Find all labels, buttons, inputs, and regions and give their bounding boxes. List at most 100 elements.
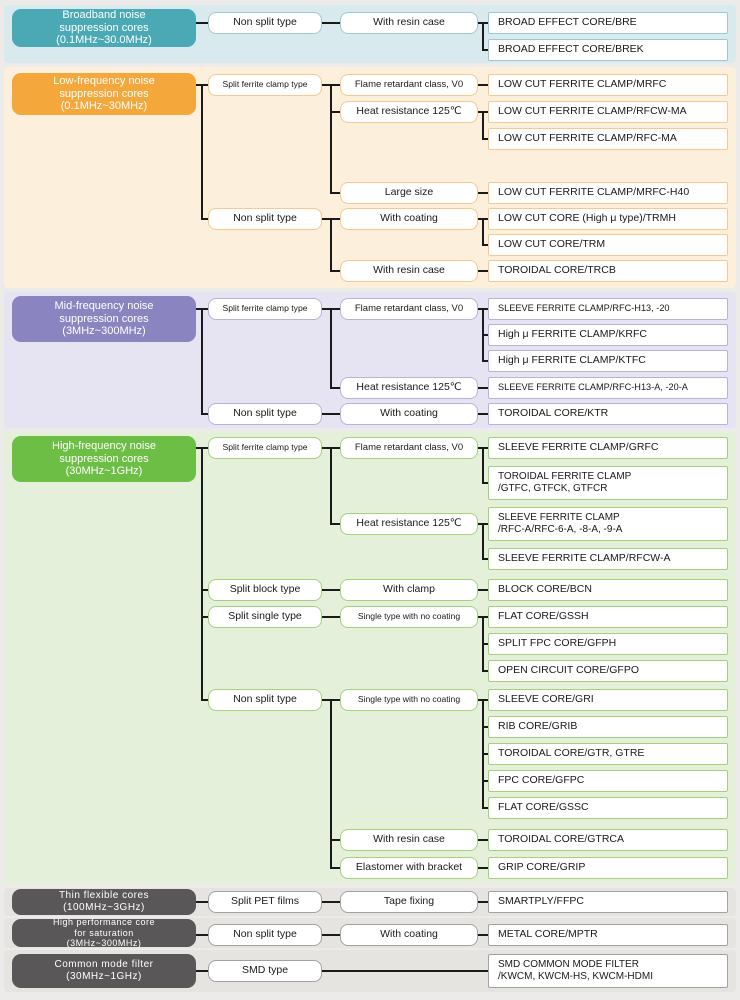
- product-box: SLEEVE FERRITE CLAMP/GRFC: [488, 437, 728, 459]
- product-box: SLEEVE CORE/GRI: [488, 689, 728, 711]
- product-box: LOW CUT FERRITE CLAMP/MRFC-H40: [488, 182, 728, 204]
- connector-line: [478, 839, 488, 841]
- connector-line: [196, 970, 208, 972]
- feature-box: Flame retardant class, V0: [340, 437, 478, 459]
- product-box: High μ FERRITE CLAMP/KTFC: [488, 350, 728, 372]
- connector-line: [478, 901, 488, 903]
- connector-line: [483, 558, 488, 560]
- feature-box: With coating: [340, 208, 478, 230]
- connector-line: [482, 447, 484, 484]
- section-header: Low-frequency noise suppression cores (0…: [12, 73, 196, 115]
- connector-line: [202, 589, 208, 591]
- type-box: Split single type: [208, 606, 322, 628]
- connector-line: [322, 616, 340, 618]
- section-header: Thin flexible cores (100MHz~3GHz): [12, 889, 196, 915]
- feature-box: Heat resistance 125℃: [340, 513, 478, 535]
- feature-box: Heat resistance 125℃: [340, 101, 478, 123]
- product-box: SLEEVE FERRITE CLAMP /RFC-A/RFC-6-A, -8-…: [488, 507, 728, 541]
- connector-line: [202, 699, 208, 701]
- connector-line: [483, 726, 488, 728]
- connector-line: [482, 523, 484, 560]
- connector-line: [483, 807, 488, 809]
- connector-line: [483, 360, 488, 362]
- product-box: LOW CUT CORE (High μ type)/TRMH: [488, 208, 728, 230]
- product-box: METAL CORE/MPTR: [488, 924, 728, 946]
- connector-line: [478, 413, 488, 415]
- feature-box: With clamp: [340, 579, 478, 601]
- connector-line: [331, 111, 340, 113]
- product-box: SMD COMMON MODE FILTER /KWCM, KWCM-HS, K…: [488, 954, 728, 988]
- product-box: SPLIT FPC CORE/GFPH: [488, 633, 728, 655]
- product-box: BROAD EFFECT CORE/BRE: [488, 12, 728, 34]
- section-header: Mid-frequency noise suppression cores (3…: [12, 296, 196, 342]
- product-box: BLOCK CORE/BCN: [488, 579, 728, 601]
- section-header: Broadband noise suppression cores (0.1MH…: [12, 9, 196, 47]
- connector-line: [478, 589, 488, 591]
- product-box: FLAT CORE/GSSH: [488, 606, 728, 628]
- connector-line: [478, 270, 488, 272]
- connector-line: [322, 413, 340, 415]
- type-box: Non split type: [208, 924, 322, 946]
- type-box: Split PET films: [208, 891, 322, 913]
- connector-line: [483, 780, 488, 782]
- connector-line: [331, 523, 340, 525]
- connector-line: [483, 138, 488, 140]
- connector-line: [201, 84, 203, 220]
- connector-line: [331, 839, 340, 841]
- connector-line: [196, 934, 208, 936]
- connector-line: [202, 616, 208, 618]
- feature-box: Tape fixing: [340, 891, 478, 913]
- type-box: Split ferrite clamp type: [208, 437, 322, 459]
- connector-line: [483, 49, 488, 51]
- product-box: FPC CORE/GFPC: [488, 770, 728, 792]
- connector-line: [322, 589, 340, 591]
- type-box: SMD type: [208, 960, 322, 982]
- product-box: GRIP CORE/GRIP: [488, 857, 728, 879]
- feature-box: With resin case: [340, 260, 478, 282]
- product-box: LOW CUT FERRITE CLAMP/RFCW-MA: [488, 101, 728, 123]
- product-box: TOROIDAL CORE/GTR, GTRE: [488, 743, 728, 765]
- connector-line: [483, 334, 488, 336]
- connector-line: [202, 413, 208, 415]
- connector-line: [331, 867, 340, 869]
- product-box: SMARTPLY/FFPC: [488, 891, 728, 913]
- connector-line: [478, 84, 488, 86]
- connector-line: [202, 218, 208, 220]
- connector-line: [322, 970, 488, 972]
- product-box: TOROIDAL FERRITE CLAMP /GTFC, GTFCK, GTF…: [488, 466, 728, 500]
- type-box: Non split type: [208, 403, 322, 425]
- feature-box: With coating: [340, 403, 478, 425]
- connector-line: [478, 934, 488, 936]
- connector-line: [330, 218, 332, 272]
- feature-box: With resin case: [340, 12, 478, 34]
- product-box: LOW CUT FERRITE CLAMP/MRFC: [488, 74, 728, 96]
- product-box: SLEEVE FERRITE CLAMP/RFC-H13, -20: [488, 298, 728, 320]
- connector-line: [322, 934, 340, 936]
- product-box: BROAD EFFECT CORE/BREK: [488, 39, 728, 61]
- product-box: OPEN CIRCUIT CORE/GFPO: [488, 660, 728, 682]
- feature-box: With resin case: [340, 829, 478, 851]
- type-box: Split block type: [208, 579, 322, 601]
- product-box: LOW CUT FERRITE CLAMP/RFC-MA: [488, 128, 728, 150]
- connector-line: [482, 22, 484, 51]
- feature-box: Single type with no coating: [340, 606, 478, 628]
- connector-line: [483, 753, 488, 755]
- product-box: TOROIDAL CORE/TRCB: [488, 260, 728, 282]
- product-box: FLAT CORE/GSSC: [488, 797, 728, 819]
- connector-line: [478, 387, 488, 389]
- connector-line: [201, 447, 203, 701]
- product-box: TOROIDAL CORE/GTRCA: [488, 829, 728, 851]
- type-box: Split ferrite clamp type: [208, 298, 322, 320]
- connector-line: [196, 901, 208, 903]
- connector-line: [330, 447, 332, 525]
- connector-line: [196, 22, 208, 24]
- section-header: High performance core for saturation (3M…: [12, 917, 196, 948]
- connector-line: [482, 218, 484, 246]
- feature-box: Flame retardant class, V0: [340, 298, 478, 320]
- connector-line: [483, 244, 488, 246]
- section-header: High-frequency noise suppression cores (…: [12, 436, 196, 482]
- type-box: Split ferrite clamp type: [208, 74, 322, 96]
- product-box: SLEEVE FERRITE CLAMP/RFC-H13-A, -20-A: [488, 377, 728, 399]
- connector-line: [201, 308, 203, 415]
